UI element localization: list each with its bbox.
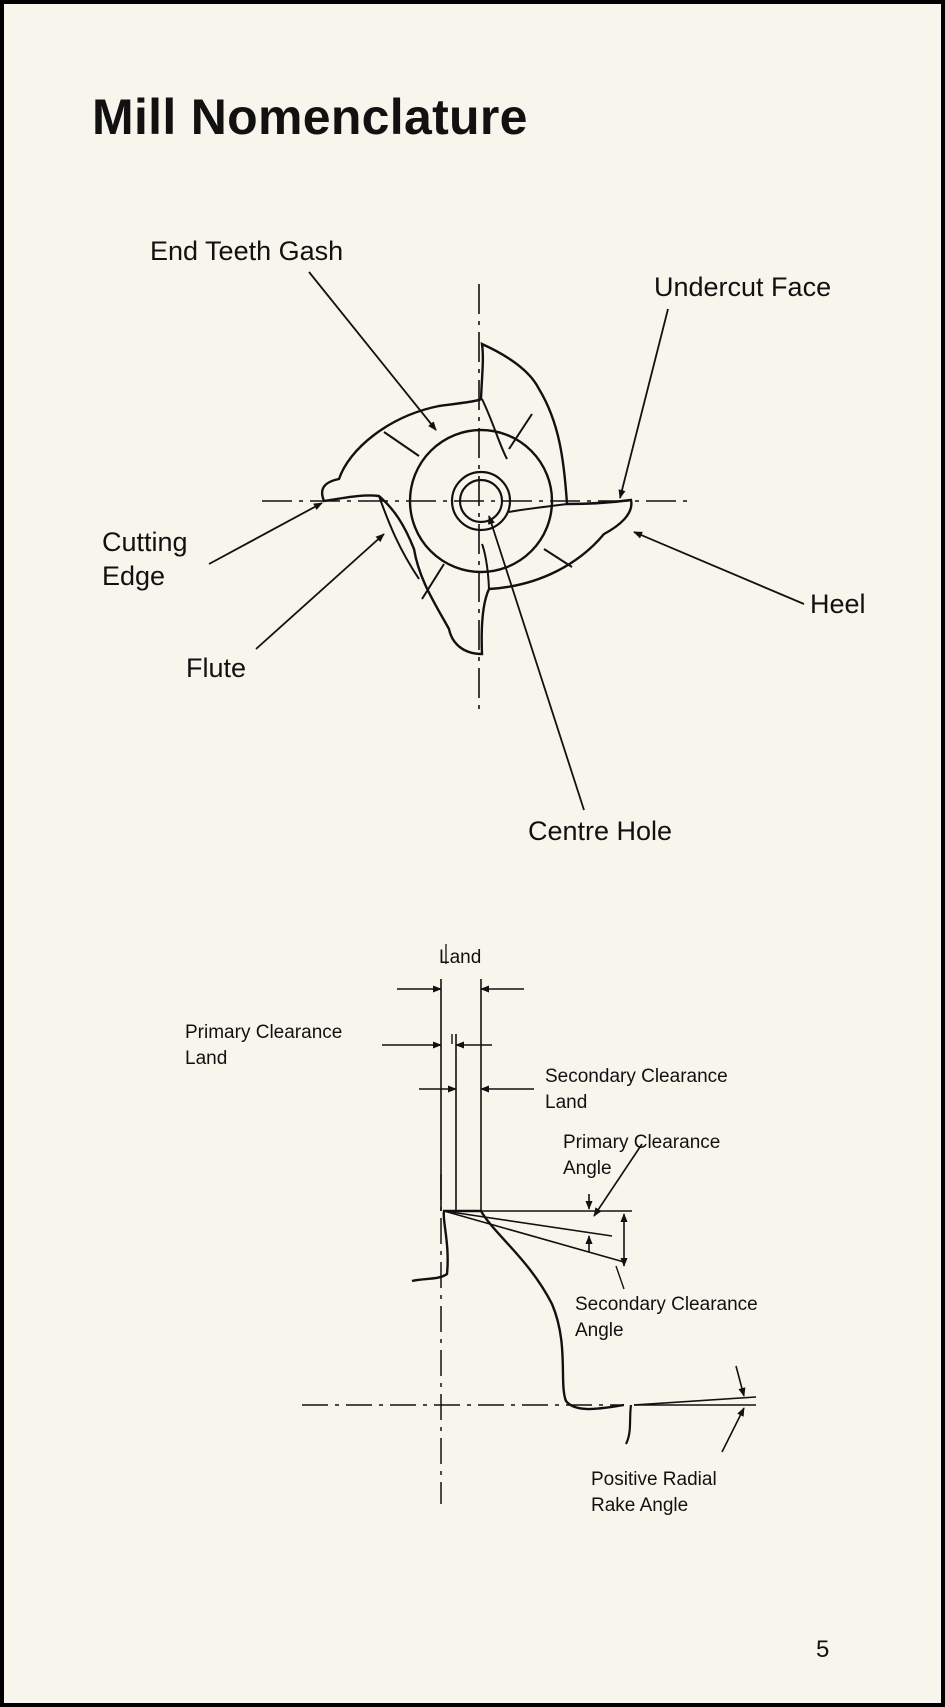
positive-radial-rake-angle-label-line2: Rake Angle [591,1495,688,1516]
centre-hole-label: Centre Hole [528,816,672,846]
primary-clearance-angle-label-line1: Primary Clearance [563,1132,720,1153]
page-number: 5 [816,1636,830,1663]
end-teeth-gash-leader [308,271,437,431]
secondary-clearance-angle-label-line1: Secondary Clearance [575,1294,758,1315]
centre-hole-inner [458,478,504,524]
positive-radial-rake-angle-label-line1: Positive Radial [591,1469,717,1490]
cutting-edge-label-line1: Cutting [102,527,188,557]
primary-clearance-angle-label-line2: Angle [563,1158,612,1179]
cutter-outline [320,342,633,656]
tooth-profile [302,979,757,1504]
flute-leader [255,533,385,650]
mill-nomenclature-diagram: End Teeth Gash Undercut Face Cutting Edg… [102,236,866,1516]
undercut-face-leader [618,308,669,499]
centre-hole-outer [450,470,512,532]
cutting-edge-leader [208,502,323,565]
hub-circle [408,428,554,574]
primary-clearance-land-label-line1: Primary Clearance [185,1022,342,1043]
secondary-clearance-land-label-line1: Secondary Clearance [545,1066,728,1087]
page: Mill Nomenclature [4,4,941,1703]
tooth-profile-dimensions [382,944,746,1453]
secondary-clearance-land-label-line2: Land [545,1092,587,1113]
secondary-clearance-angle-label-line2: Angle [575,1320,624,1341]
cutter-cross-section [262,284,690,709]
centre-hole-leader [488,515,585,811]
page-title: Mill Nomenclature [92,89,528,145]
heel-leader [633,531,805,605]
primary-clearance-land-label-line2: Land [185,1048,227,1069]
land-label: Land [439,947,481,968]
end-teeth-gash-label: End Teeth Gash [150,236,343,266]
undercut-face-label: Undercut Face [654,272,831,302]
tooth-outline [411,1209,625,1411]
cross-section-leaders [208,271,805,811]
heel-label: Heel [810,589,866,619]
cutting-edge-label-line2: Edge [102,561,165,591]
flute-label: Flute [186,653,246,683]
